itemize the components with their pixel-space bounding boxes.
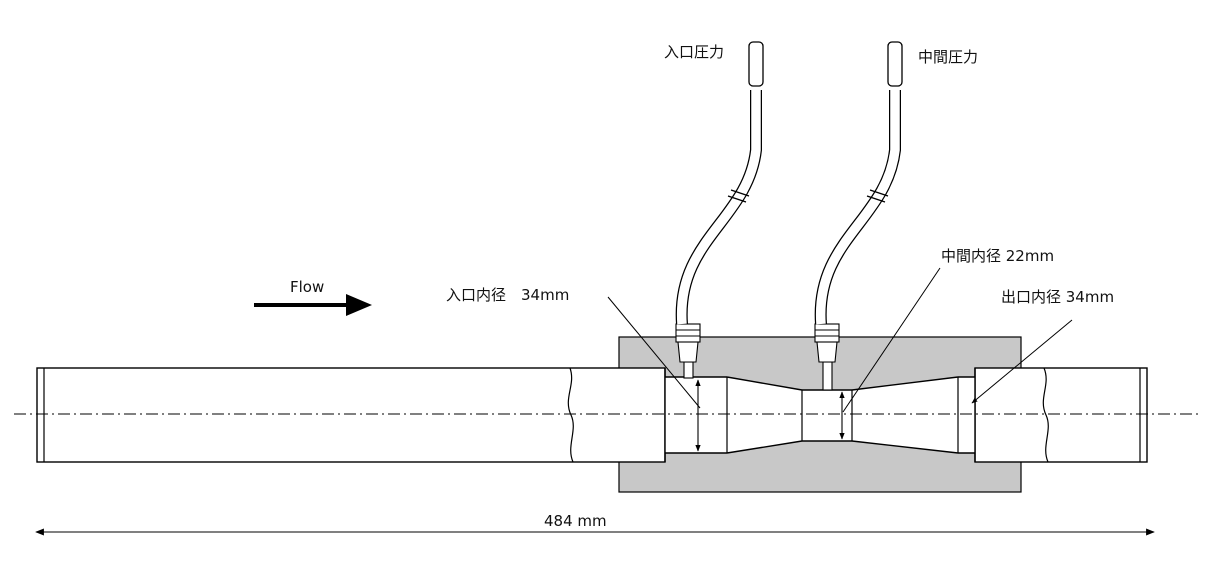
mid-pressure-label: 中間圧力 [918,48,979,66]
arrow-right-icon [254,294,372,316]
inlet-diameter-leader [607,296,701,409]
outlet-diameter-leader [971,319,1073,404]
outlet-diameter-label: 出口内径 34mm [1001,288,1115,306]
pressure-port-inlet [675,41,764,379]
outlet-pipe [974,367,1148,463]
total-length-label: 484 mm [544,512,607,530]
pressure-port-mid [814,41,903,391]
inlet-pipe [36,367,666,463]
mid-diameter-leader [842,267,941,413]
venturi-bore [664,368,976,462]
inlet-diameter-label: 入口内径 34mm [446,286,570,304]
flow-label: Flow [290,278,325,296]
inlet-pressure-label: 入口圧力 [664,43,725,61]
mid-diameter-label: 中間内径 22mm [941,247,1055,265]
